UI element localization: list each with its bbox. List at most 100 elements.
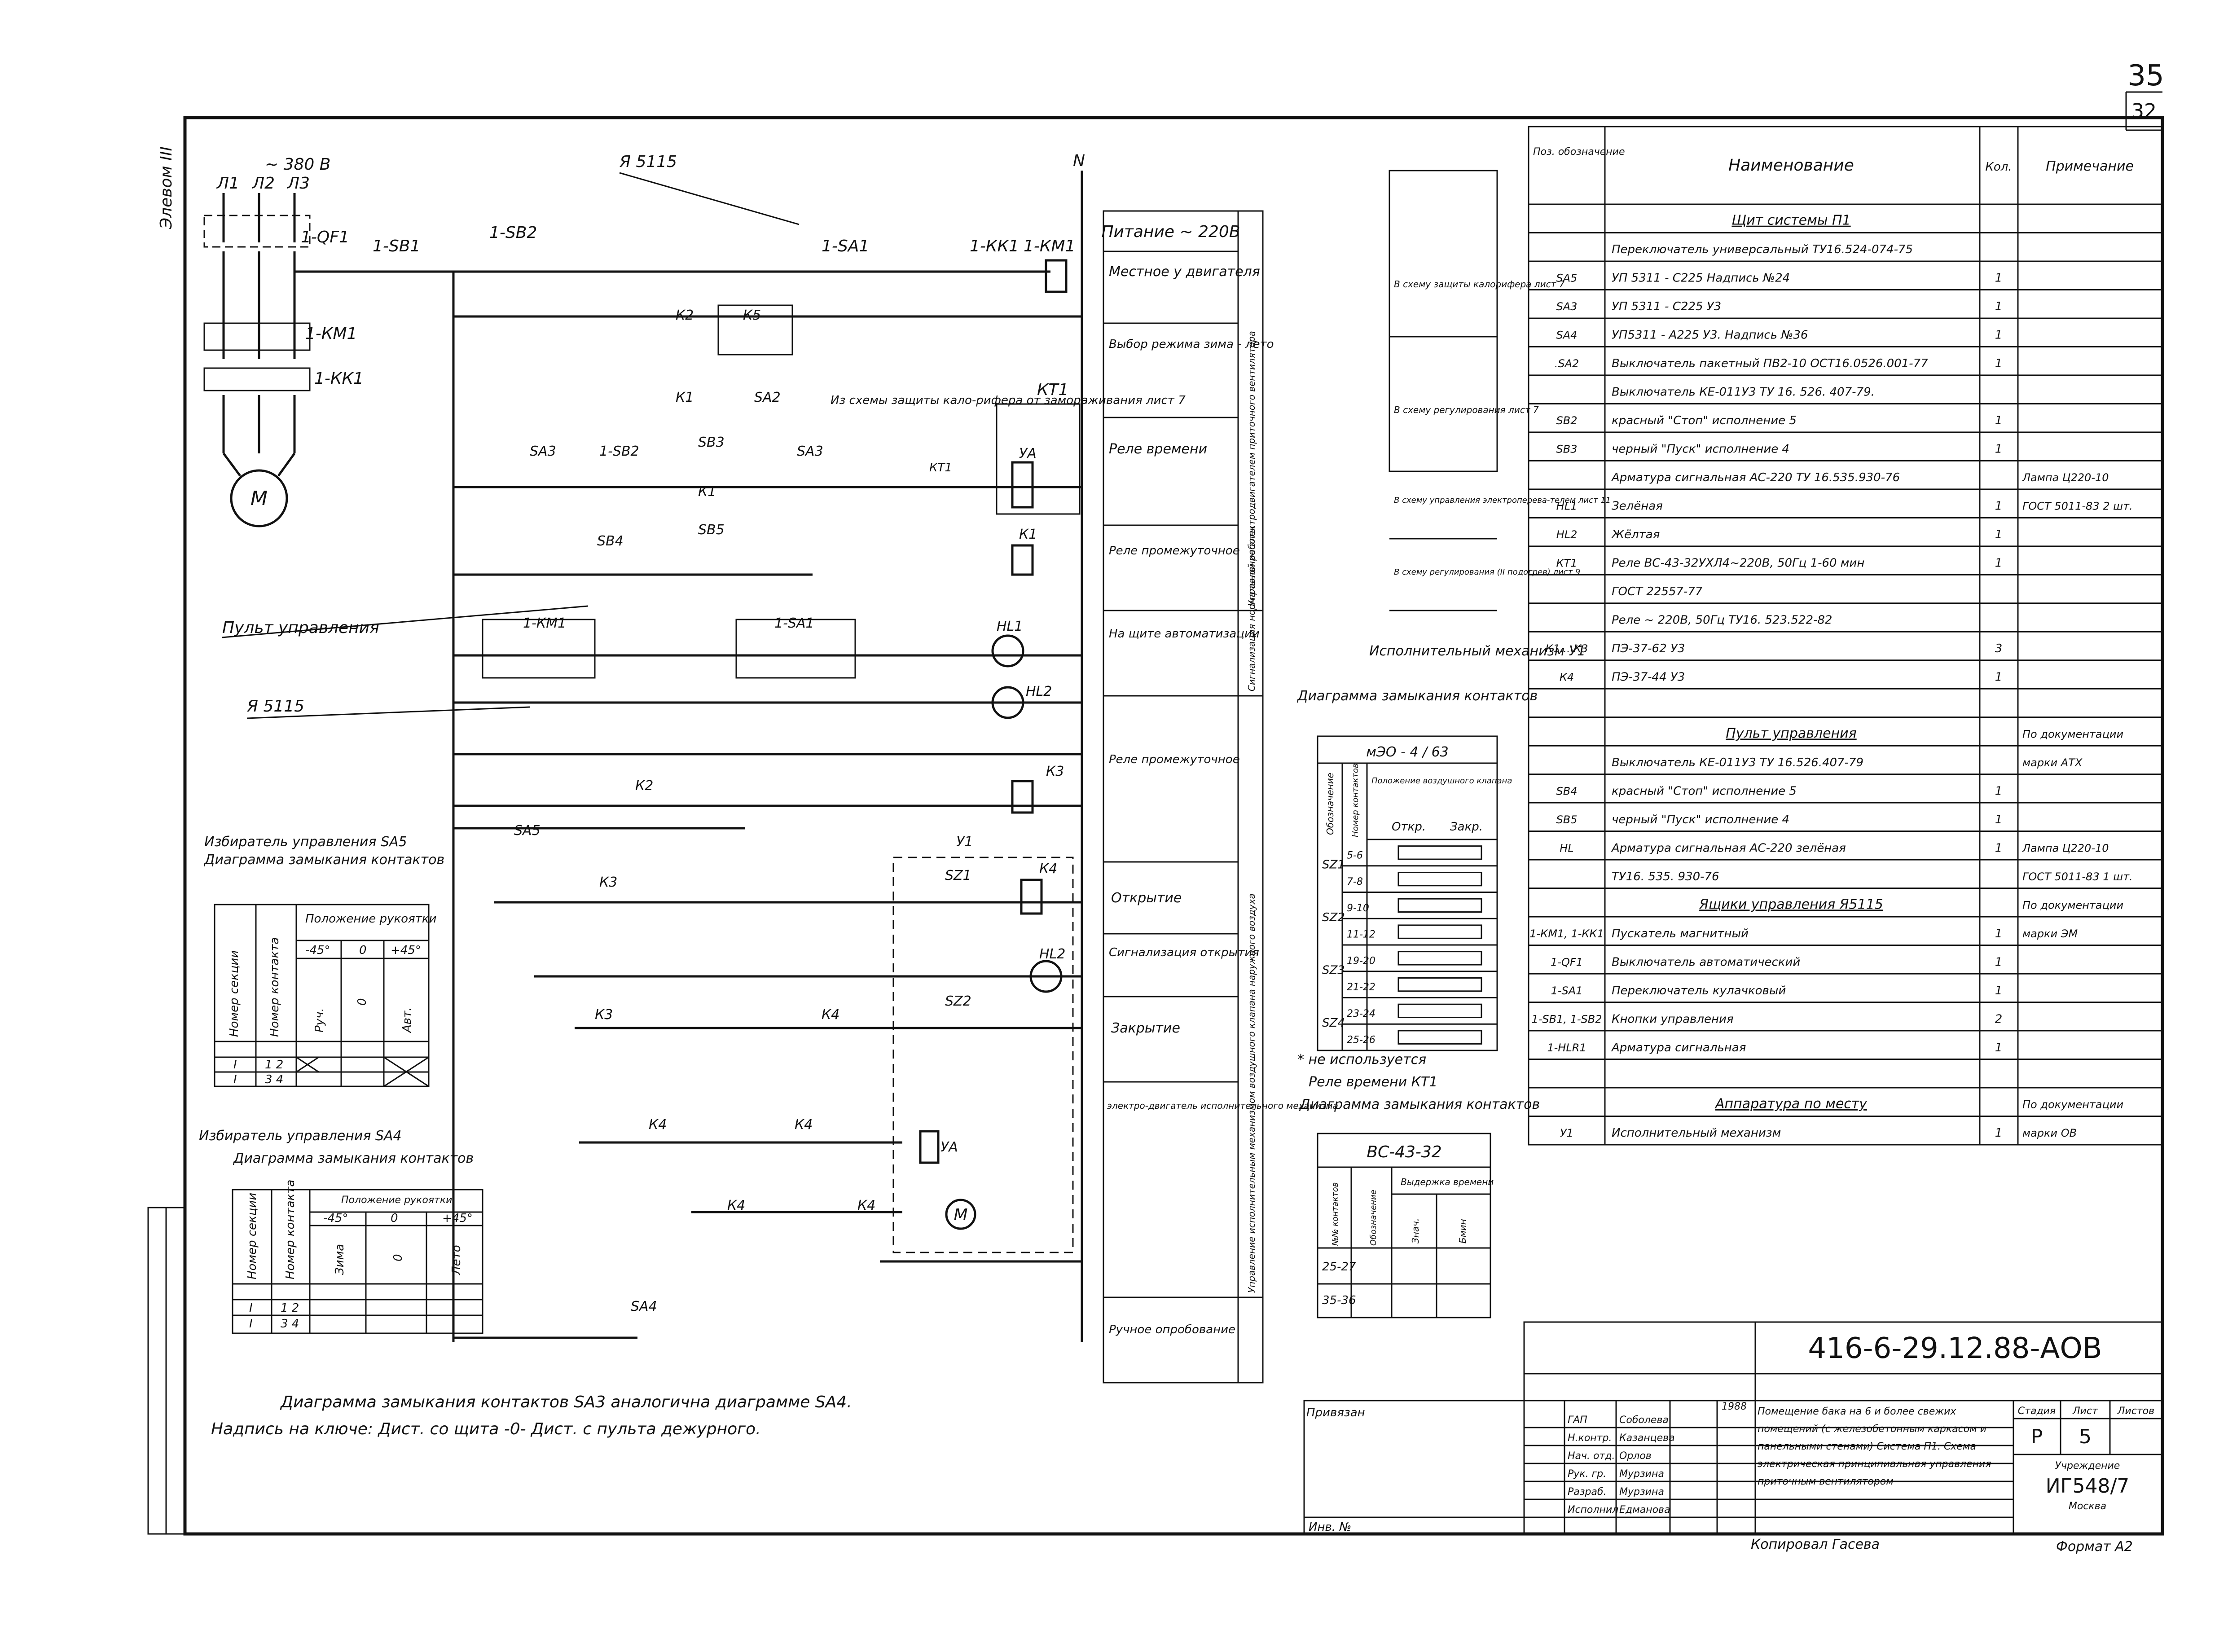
- bom-name: Арматура сигнальная АС-220 зелёная: [1611, 841, 1846, 855]
- sa4-pos: Положение рукоятки: [341, 1195, 452, 1206]
- bom-qty: 3: [1995, 642, 2003, 655]
- sa5-subtitle: Диаграмма замыкания контактов: [203, 852, 444, 868]
- bom-name: Пускатель магнитный: [1612, 927, 1749, 940]
- label-k4-d: К4: [795, 1117, 813, 1133]
- bom-name: ГОСТ 22557-77: [1612, 585, 1703, 598]
- name-6: Едманова: [1619, 1504, 1670, 1516]
- act-switch: SZ2: [1322, 911, 1345, 924]
- bom-pos: SA3: [1556, 300, 1578, 313]
- city: Москва: [2069, 1501, 2106, 1512]
- act-switch: SZ1: [1322, 858, 1345, 872]
- sa5-pos: Положение рукоятки: [305, 912, 436, 926]
- label-sb2-b: 1-SB2: [599, 444, 639, 459]
- act-switch: SZ4: [1322, 1016, 1345, 1030]
- sa4-mode-3: Лето: [450, 1245, 463, 1275]
- sa5-mode-2: 0: [356, 998, 369, 1006]
- act-contact: 5-6: [1347, 850, 1363, 861]
- sa4-pos-1: -45°: [323, 1212, 348, 1225]
- sa5-c-2: 3 4: [265, 1073, 283, 1086]
- name-1: Соболева: [1619, 1415, 1669, 1426]
- label-neutral: N: [1073, 152, 1085, 170]
- bom-h-note: Примечание: [2046, 158, 2134, 174]
- act-head-2: Номер контактов: [1351, 764, 1360, 838]
- sa5-h-section: Номер секции: [228, 950, 241, 1037]
- act-head-close: Закр.: [1450, 820, 1483, 834]
- bom-name: Кнопки управления: [1612, 1012, 1734, 1026]
- act-title: Исполнительный механизм У1: [1369, 643, 1586, 659]
- sa4-h-contact: Номер контакта: [284, 1180, 297, 1279]
- sa5-pos-2: 0: [359, 944, 367, 957]
- label-sa2: SA2: [754, 390, 781, 405]
- bom-qty: 1: [1995, 557, 2003, 570]
- bom-qty: 1: [1995, 927, 2003, 940]
- bom-name: Ящики управления Я5115: [1699, 896, 1883, 912]
- bom-name: Жёлтая: [1611, 528, 1660, 541]
- timer-head-a: Знач.: [1410, 1218, 1421, 1243]
- bom-qty: 1: [1995, 1041, 2003, 1054]
- act-head-open: Откр.: [1392, 820, 1426, 834]
- bom-note: По документации: [2022, 899, 2123, 911]
- phase-l3: Л3: [286, 174, 310, 193]
- label-ya: УА: [940, 1139, 958, 1155]
- role-5: Разраб.: [1568, 1486, 1606, 1498]
- actuator-table: SZ15-67-8SZ29-1011-12SZ319-2021-22SZ423-…: [1317, 735, 1498, 1051]
- act-contact: 19-20: [1347, 955, 1375, 967]
- bom-pos: HL: [1560, 842, 1573, 854]
- sa5-mode-3: Авт.: [400, 1007, 414, 1033]
- sa5-pos-3: +45°: [391, 944, 421, 957]
- label-k2-a: К2: [676, 308, 694, 323]
- fb-open: Открытие: [1111, 890, 1182, 906]
- sa5-table: [214, 904, 430, 1087]
- label-sb5: SB5: [698, 522, 725, 538]
- role-4: Рук. гр.: [1568, 1468, 1606, 1480]
- bom-name: Зелёная: [1612, 500, 1663, 513]
- ref-regulation: В схему регулирования лист 7: [1394, 404, 1539, 415]
- label-hl2: HL2: [1026, 684, 1052, 699]
- function-column: [1103, 210, 1264, 1384]
- ref-control: В схему управления электроперева-телем л…: [1394, 496, 1611, 505]
- stage-h: Стадия: [2018, 1406, 2056, 1417]
- sa5-h-contact: Номер контакта: [268, 937, 281, 1037]
- act-bar: [1397, 977, 1482, 992]
- label-sa4: SA4: [631, 1299, 657, 1314]
- sa4-pos-2: 0: [391, 1212, 398, 1225]
- contact-refs: [1389, 170, 1498, 611]
- bom-name: УП 5311 - С225 Надпись №24: [1612, 272, 1790, 285]
- bom-note: По документации: [2022, 728, 2123, 740]
- role-2: Н.контр.: [1568, 1432, 1612, 1444]
- bom-h-pos: Поз. обозначение: [1533, 146, 1625, 158]
- bom-name: Реле ~ 220В, 50Гц ТУ16. 523.522-82: [1612, 613, 1832, 627]
- bom-pos: 1-КМ1, 1-КК1: [1529, 927, 1604, 940]
- bom-name: Выключатель автоматический: [1612, 955, 1800, 969]
- label-k5: К5: [743, 308, 761, 323]
- act-contact: 7-8: [1347, 876, 1363, 888]
- act-contact: 23-24: [1347, 1008, 1375, 1019]
- bom-name: черный "Пуск" исполнение 4: [1612, 813, 1789, 826]
- label-km1-aux: 1-КМ1: [523, 615, 566, 631]
- fb-power: Питание ~ 220В: [1101, 223, 1240, 241]
- org: ИГ548/7: [2046, 1475, 2130, 1498]
- label-sb2: 1-SB2: [489, 224, 537, 242]
- ref-regulation-2: В схему регулирования (II подогрев) лист…: [1394, 567, 1580, 577]
- bom-name: Реле ВС-43-32УХЛ4~220В, 50Гц 1-60 мин: [1612, 557, 1864, 570]
- timer-row-1: 25-27: [1322, 1260, 1356, 1274]
- sa5-sec-1: I: [233, 1058, 237, 1072]
- bom-pos: SA5: [1556, 272, 1578, 285]
- label-km1-coil: 1-КМ1: [1024, 237, 1075, 255]
- bom-name: красный "Стоп" исполнение 5: [1612, 414, 1797, 427]
- timer-model: ВС-43-32: [1367, 1143, 1441, 1161]
- bom-name: Щит системы П1: [1731, 213, 1850, 228]
- role-6: Исполнил: [1568, 1504, 1618, 1516]
- bom-name: Исполнительный механизм: [1612, 1126, 1781, 1140]
- bom-pos: SB2: [1556, 414, 1578, 427]
- ref-heater: В схему защиты калорифера лист 7: [1394, 279, 1565, 290]
- sa4-c-2: 3 4: [281, 1317, 299, 1331]
- format: Формат А2: [2056, 1539, 2133, 1555]
- bom-pos: HL1: [1556, 500, 1578, 513]
- label-sa3: SA3: [530, 444, 556, 459]
- bom-name: УП5311 - А225 У3. Надпись №36: [1612, 329, 1808, 342]
- label-kk1: 1-КК1: [970, 237, 1019, 255]
- year: 1988: [1722, 1401, 1747, 1412]
- doc-description: Помещение бака на 6 и более свежих помещ…: [1758, 1406, 1991, 1487]
